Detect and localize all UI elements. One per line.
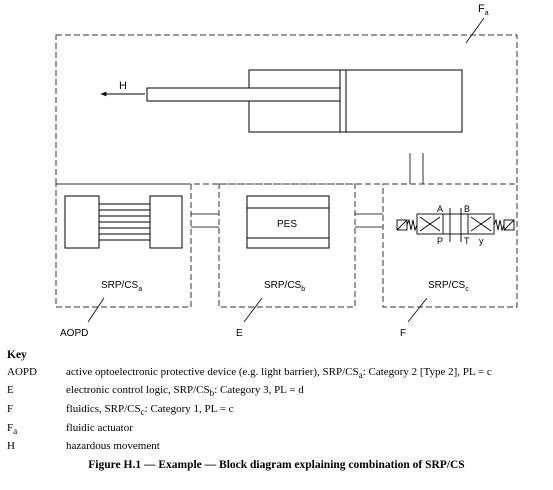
port-b-label: B [464,204,470,214]
fluid-connection [409,153,424,184]
key-definition: hazardous movement [66,440,160,453]
port-a-label: A [437,204,443,214]
port-t-label: T [464,236,470,246]
actuator-leader-line [465,17,485,44]
key-definition: fluidics, SRP/CSc: Category 1, PL = c [66,402,234,418]
srp-cs-c-label: SRP/CSc [428,280,469,293]
pes-unit [246,195,330,249]
key-row: AOPD active optoelectronic protective de… [7,365,547,384]
fluidics-block [382,183,518,308]
key-term: E [7,384,14,397]
light-barrier [64,195,183,249]
key-row: F fluidics, SRP/CSc: Category 1, PL = c [7,402,547,421]
actuator-callout-label: Fa [478,3,489,17]
key-definition: fluidic actuator [66,421,133,434]
f-callout-label: F [400,328,406,339]
signal-connection-1 [191,213,219,228]
port-y-label: y [479,236,484,246]
aopd-callout-label: AOPD [60,328,88,339]
figure-caption: Figure H.1 — Example — Block diagram exp… [88,459,465,471]
key-definition: electronic control logic, SRP/CSb: Categ… [66,384,304,399]
key-row: Fa fluidic actuator [7,421,547,440]
aopd-block [55,183,192,308]
key-term: Fa [7,421,18,436]
key-row: H hazardous movement [7,439,547,455]
port-p-label: P [437,236,443,246]
key-term: F [7,402,14,415]
signal-connection-2 [355,213,383,228]
key-row: E electronic control logic, SRP/CSb: Cat… [7,383,547,402]
pes-block [218,183,356,308]
srp-cs-a-label: SRP/CSa [101,280,142,293]
directional-valve [396,208,515,242]
key-definition: active optoelectronic protective device … [66,365,492,380]
pes-label: PES [277,219,297,230]
e-leader-line [243,297,263,323]
srp-cs-b-label: SRP/CSb [264,280,305,293]
key-title: Key [7,349,27,361]
key-term: AOPD [7,365,37,378]
aopd-leader-line [87,297,105,323]
f-leader-line [407,297,428,323]
key-section: Key AOPD active optoelectronic protectiv… [7,348,547,455]
hazard-label: H [119,80,127,92]
block-diagram: Fa H SRP/CSa PES SRP/CSb [55,3,518,339]
piston-rod [146,87,341,102]
cylinder [146,69,463,133]
e-callout-label: E [236,328,243,339]
key-term: H [7,440,15,453]
